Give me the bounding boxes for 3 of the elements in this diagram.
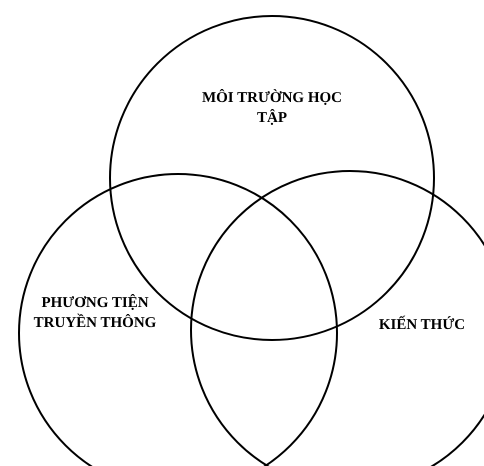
circle-label: MÔI TRƯỜNG HỌC TẬP [200,88,343,128]
circle-label: KIẾN THỨC [378,315,466,335]
circle-label: PHƯƠNG TIỆN TRUYỀN THÔNG [32,293,158,333]
